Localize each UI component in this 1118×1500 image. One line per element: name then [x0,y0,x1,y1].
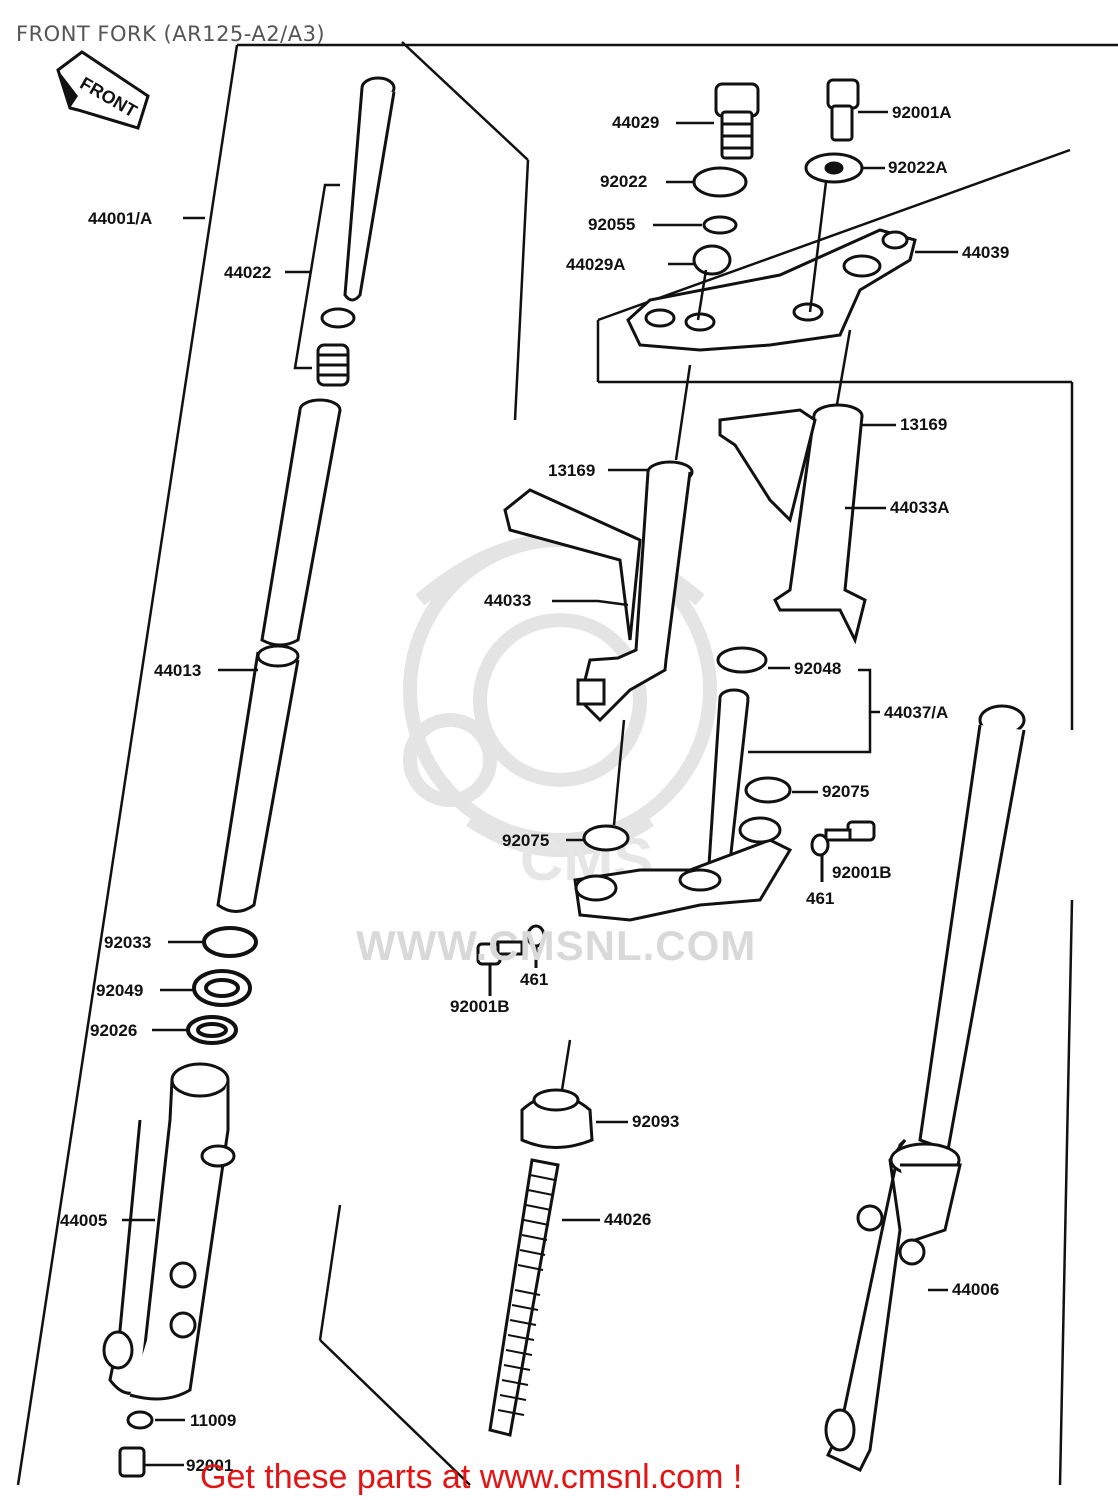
part-label-44022: 44022 [224,263,272,282]
part-label-461-right: 461 [806,889,835,908]
part-label-44006: 44006 [952,1280,1000,1299]
part-label-44029A: 44029A [566,255,626,274]
part-label-92075-right: 92075 [822,782,870,801]
part-label-44029: 44029 [612,113,660,132]
part-label-92075-left: 92075 [502,831,550,850]
inner-fork-tube-part [216,398,342,913]
part-label-92033: 92033 [104,933,152,952]
fork-cap-bolt-part [343,76,396,302]
outer-fork-tube-right-part [824,704,1026,1472]
part-label-92001: 92001 [186,1456,234,1475]
label-leader-lines [122,110,958,1467]
top-cap-part [692,78,864,276]
stem-bracket-right-part [718,403,867,645]
seal-rings-left [186,926,258,1045]
top-bridge-part [626,228,917,352]
fork-spring-part [488,1088,594,1437]
part-label-44033: 44033 [484,591,532,610]
part-label-92022: 92022 [600,172,648,191]
watermark-text: WWW.CMSNL.COM [356,922,757,969]
part-label-13169-left: 13169 [548,461,596,480]
part-label-92048: 92048 [794,659,842,678]
leader-lines-vertical [612,181,852,826]
part-label-92022A: 92022A [888,158,948,177]
fork-spring-coils [497,1174,556,1416]
part-label-92001A: 92001A [892,103,952,122]
part-label-44033A: 44033A [890,498,950,517]
part-label-92001B-right: 92001B [832,863,892,882]
pinch-bolts-part [476,820,876,996]
part-label-44013: 44013 [154,661,202,680]
part-label-92055: 92055 [588,215,636,234]
part-label-92093: 92093 [632,1112,680,1131]
part-label-44005: 44005 [60,1211,108,1230]
front-direction-arrow-icon: FRONT [56,50,150,130]
stem-bracket-left-part [503,460,694,723]
small-washer-bolt-left [118,1410,154,1478]
footer-promo-text: Get these parts at www.cmsnl.com ! [200,1458,743,1496]
outer-fork-tube-left-part [102,1062,236,1401]
assembly-outline [16,41,1118,1486]
part-label-92049: 92049 [96,981,144,1000]
part-label-92001B-left: 92001B [450,997,510,1016]
diagram-title: FRONT FORK (AR125-A2/A3) [16,22,326,46]
part-label-44001A: 44001/A [88,209,153,228]
part-label-11009: 11009 [190,1411,237,1430]
part-label-13169-right: 13169 [900,415,948,434]
part-label-44037A: 44037/A [884,703,949,722]
part-label-44039: 44039 [962,243,1010,262]
lower-stem-part [573,646,793,922]
part-label-44026: 44026 [604,1210,652,1229]
part-label-92026: 92026 [90,1021,138,1040]
part-label-461-left: 461 [520,970,549,989]
fork-spring-seat-part [316,307,356,387]
